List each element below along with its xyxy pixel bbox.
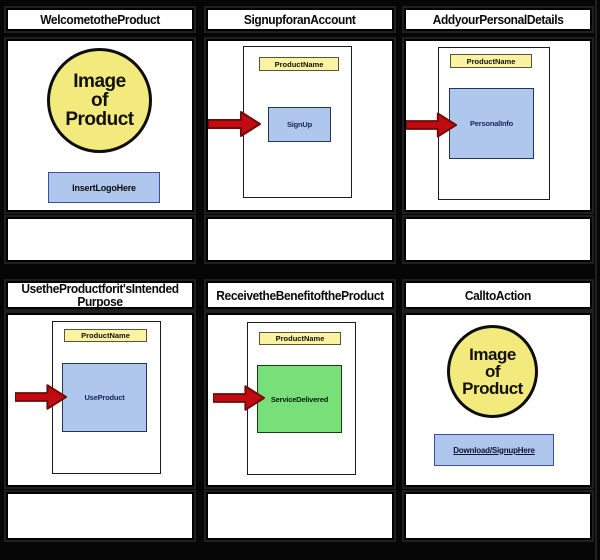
panel-title-bar: UsetheProductforit'sIntended Purpose	[6, 281, 194, 309]
storyboard-cell-use-product[interactable]: UsetheProductforit'sIntended Purpose Pro…	[6, 281, 194, 540]
panel-canvas[interactable]: ProductName UseProduct	[6, 313, 194, 487]
storyboard-cell-signup[interactable]: SignupforanAccount ProductName SignUp	[206, 8, 394, 262]
panel-title: ReceivetheBenefitoftheProduct	[216, 287, 384, 303]
storyboard-cell-cta[interactable]: CalltoAction Image of Product Download/S…	[404, 281, 592, 540]
panel-canvas[interactable]: ProductName SignUp	[206, 39, 394, 212]
product-name-label: ProductName	[81, 331, 130, 340]
service-delivered-label: ServiceDelivered	[270, 394, 329, 404]
scan-artifact-line	[595, 0, 597, 560]
panel-title-bar: CalltoAction	[404, 281, 592, 309]
product-image-circle[interactable]: Image of Product	[447, 325, 538, 418]
download-signup-box[interactable]: Download/SignupHere	[434, 434, 554, 466]
panel-canvas[interactable]: ProductName ServiceDelivered	[206, 313, 394, 487]
red-arrow-icon	[15, 384, 68, 410]
description-box[interactable]	[404, 492, 592, 540]
panel-title-bar: WelcometotheProduct	[6, 8, 194, 31]
logo-placeholder-box[interactable]: InsertLogoHere	[48, 172, 160, 203]
panel-title: WelcometotheProduct	[40, 12, 160, 27]
panel-title: UsetheProductforit'sIntended Purpose	[21, 281, 179, 309]
panel-canvas[interactable]: Image of Product Download/SignupHere	[404, 313, 592, 487]
panel-title-bar: AddyourPersonalDetails	[404, 8, 592, 31]
product-name-label: ProductName	[275, 334, 325, 343]
logo-placeholder-label: InsertLogoHere	[72, 182, 136, 193]
product-name-bar[interactable]: ProductName	[450, 54, 532, 68]
signup-button-box[interactable]: SignUp	[268, 107, 331, 142]
description-box[interactable]	[206, 492, 394, 540]
description-box[interactable]	[6, 492, 194, 540]
screen-frame[interactable]: ProductName UseProduct	[52, 321, 161, 474]
use-product-label: UseProduct	[84, 393, 125, 402]
storyboard-cell-benefit[interactable]: ReceivetheBenefitoftheProduct ProductNam…	[206, 281, 394, 540]
product-image-text: Image of Product	[462, 345, 523, 398]
product-name-bar[interactable]: ProductName	[259, 332, 341, 345]
red-arrow-icon	[208, 111, 261, 137]
panel-title: CalltoAction	[464, 287, 532, 303]
product-name-bar[interactable]: ProductName	[259, 57, 339, 71]
description-box[interactable]	[206, 217, 394, 262]
storyboard-cell-personal-details[interactable]: AddyourPersonalDetails ProductName Perso…	[404, 8, 592, 262]
panel-canvas[interactable]: Image of Product InsertLogoHere	[6, 39, 194, 212]
screen-frame[interactable]: ProductName SignUp	[243, 46, 352, 198]
storyboard-cell-welcome[interactable]: WelcometotheProduct Image of Product Ins…	[6, 8, 194, 262]
product-name-bar[interactable]: ProductName	[64, 329, 147, 342]
personal-info-box[interactable]: PersonalInfo	[449, 88, 534, 159]
description-box[interactable]	[6, 217, 194, 262]
product-name-label: ProductName	[274, 59, 324, 69]
service-delivered-box[interactable]: ServiceDelivered	[257, 365, 342, 433]
download-signup-link[interactable]: Download/SignupHere	[453, 445, 535, 455]
signup-button-label: SignUp	[286, 120, 313, 129]
red-arrow-icon	[213, 385, 266, 411]
panel-canvas[interactable]: ProductName PersonalInfo	[404, 39, 592, 212]
red-arrow-icon	[406, 112, 458, 138]
panel-title-bar: ReceivetheBenefitoftheProduct	[206, 281, 394, 309]
personal-info-label: PersonalInfo	[469, 119, 514, 128]
description-box[interactable]	[404, 217, 592, 262]
use-product-box[interactable]: UseProduct	[62, 363, 147, 432]
product-name-label: ProductName	[466, 56, 516, 66]
screen-frame[interactable]: ProductName PersonalInfo	[438, 47, 550, 200]
panel-title: SignupforanAccount	[244, 12, 356, 27]
panel-title: AddyourPersonalDetails	[432, 12, 564, 27]
panel-title-bar: SignupforanAccount	[206, 8, 394, 31]
product-image-text: Image of Product	[65, 71, 134, 130]
product-image-circle[interactable]: Image of Product	[47, 48, 152, 153]
